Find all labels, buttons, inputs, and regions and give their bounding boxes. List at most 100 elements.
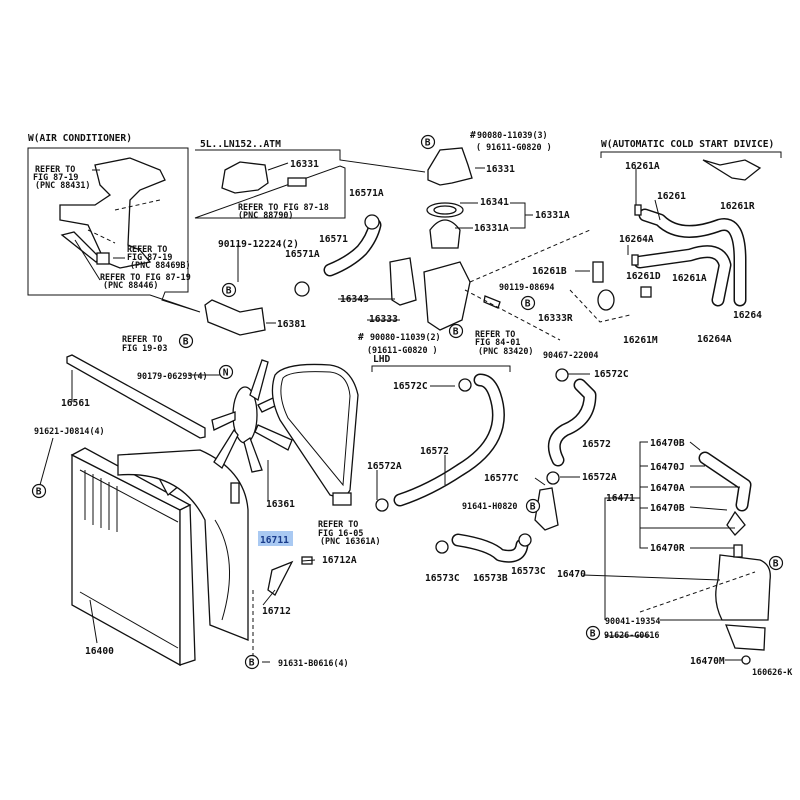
part-label-p91631[interactable]: 91631-B0616(4) xyxy=(278,658,349,668)
part-label-p16261r[interactable]: 16261R xyxy=(720,201,755,212)
cold-start-hoses xyxy=(569,159,762,323)
part-label-p16572-2[interactable]: 16572 xyxy=(582,439,611,450)
part-label-ref6c: (PNC 83420) xyxy=(478,346,533,356)
callout-b-icon: B xyxy=(178,333,194,349)
part-label-section-5l: 5L..LN152..ATM xyxy=(200,139,281,150)
part-label-ref7a: REFER TO xyxy=(318,519,358,529)
5l-inset-frame xyxy=(194,149,426,219)
part-label-p16264a-1[interactable]: 16264A xyxy=(619,234,654,245)
part-label-p16571a-2[interactable]: 16571A xyxy=(285,249,320,260)
part-label-p16470a[interactable]: 16470A xyxy=(650,483,685,494)
part-label-p16470m[interactable]: 16470M xyxy=(690,656,725,667)
part-label-p16573c-1[interactable]: 16573C xyxy=(425,573,460,584)
part-label-p91621[interactable]: 91621-J0814(4) xyxy=(34,426,105,436)
part-label-p91611-b[interactable]: (91611-G0820 ) xyxy=(367,345,438,355)
part-label-p16471[interactable]: 16471 xyxy=(606,493,635,504)
lhd-bracket xyxy=(371,365,511,372)
part-label-16711[interactable]: 16711 xyxy=(260,535,289,546)
part-label-p91611-a[interactable]: ( 91611-G0820 ) xyxy=(476,142,552,152)
part-label-p16573c-2[interactable]: 16573C xyxy=(511,566,546,577)
part-label-p16264[interactable]: 16264 xyxy=(733,310,762,321)
part-label-p16261a-1[interactable]: 16261A xyxy=(625,161,660,172)
5l-water-outlet-part xyxy=(221,161,307,194)
part-label-p16400[interactable]: 16400 xyxy=(85,646,114,657)
part-label-ref5b: FIG 19-03 xyxy=(122,343,167,353)
part-label-p16331-inset[interactable]: 16331 xyxy=(290,159,319,170)
bracket-16381 xyxy=(204,299,266,336)
part-label-p16572c-2[interactable]: 16572C xyxy=(594,369,629,380)
part-label-p16333[interactable]: 16333 xyxy=(369,314,398,325)
callout-letter: B xyxy=(249,658,255,669)
part-label-p16572-1[interactable]: 16572 xyxy=(420,446,449,457)
callout-b-icon: B xyxy=(520,295,536,311)
callout-letter: B xyxy=(773,559,779,570)
callout-letter: B xyxy=(525,299,531,310)
part-label-ref3b: (PNC 88446) xyxy=(103,280,158,290)
part-label-p90467[interactable]: 90467-22004 xyxy=(543,350,598,360)
part-label-ref5a: REFER TO xyxy=(122,334,162,344)
callout-letter: N xyxy=(223,368,229,379)
part-label-p16261b[interactable]: 16261B xyxy=(532,266,567,277)
part-label-p91626[interactable]: 91626-G0616 xyxy=(604,630,659,640)
part-label-p90041[interactable]: 90041-19354 xyxy=(605,616,660,626)
part-label-ref4b: (PNC 88790) xyxy=(238,210,293,220)
part-label-p91641[interactable]: 91641-H0820 xyxy=(462,501,517,511)
part-label-p90080-3[interactable]: 90080-11039(3) xyxy=(477,130,548,140)
part-label-p16331a[interactable]: 16331A xyxy=(474,223,509,234)
part-label-p90119-12224[interactable]: 90119-12224(2) xyxy=(218,239,299,250)
part-label-p16712a[interactable]: 16712A xyxy=(322,555,357,566)
part-label-ref6a: REFER TO xyxy=(475,329,515,339)
part-label-p16470r[interactable]: 16470R xyxy=(650,543,685,554)
part-label-p90080-2[interactable]: 90080-11039(2) xyxy=(370,332,441,342)
part-label-p16343[interactable]: 16343 xyxy=(340,294,369,305)
part-label-p16572c-1[interactable]: 16572C xyxy=(393,381,428,392)
part-label-p16264a-2[interactable]: 16264A xyxy=(697,334,732,345)
part-label-p16261m[interactable]: 16261M xyxy=(623,335,658,346)
part-label-p16381[interactable]: 16381 xyxy=(277,319,306,330)
callout-b-icon: B xyxy=(244,654,260,670)
part-label-p16261[interactable]: 16261 xyxy=(657,191,686,202)
part-label-p16470b-2[interactable]: 16470B xyxy=(650,503,685,514)
part-label-p16341[interactable]: 16341 xyxy=(480,197,509,208)
part-label-ref4a: REFER TO FIG 87-18 xyxy=(238,202,329,212)
part-label-p16572a-2[interactable]: 16572A xyxy=(582,472,617,483)
part-label-ref7b: FIG 16-05 xyxy=(318,528,363,538)
callout-b-icon: B xyxy=(420,134,436,150)
part-label-p16571a-1[interactable]: 16571A xyxy=(349,188,384,199)
part-label-p16573b[interactable]: 16573B xyxy=(473,573,508,584)
part-label-p16261d[interactable]: 16261D xyxy=(626,271,661,282)
part-label-p16261a-2[interactable]: 16261A xyxy=(672,273,707,284)
part-label-p16470b-1[interactable]: 16470B xyxy=(650,438,685,449)
part-label-hash: # xyxy=(358,332,364,343)
callout-letter: B xyxy=(36,487,42,498)
part-label-p16577c[interactable]: 16577C xyxy=(484,473,519,484)
part-label-p16571[interactable]: 16571 xyxy=(319,234,348,245)
part-label-ref3a: REFER TO FIG 87-19 xyxy=(100,272,191,282)
part-label-p16561[interactable]: 16561 xyxy=(61,398,90,409)
part-label-p16333r[interactable]: 16333R xyxy=(538,313,573,324)
part-label-p90179[interactable]: 90179-06293(4) xyxy=(137,371,208,381)
part-label-p16470[interactable]: 16470 xyxy=(557,569,586,580)
callout-b-icon: B xyxy=(585,625,601,641)
part-label-p16331a-grp[interactable]: 16331A xyxy=(535,210,570,221)
water-outlet-16331 xyxy=(389,147,591,341)
part-label-p90119-08694[interactable]: 90119-08694 xyxy=(499,282,554,292)
part-label-p16361[interactable]: 16361 xyxy=(266,499,295,510)
callout-b-icon: B xyxy=(448,323,464,339)
part-label-figure-code: 160626-K xyxy=(752,667,793,677)
cold-start-bracket xyxy=(600,151,782,158)
callout-letter: B xyxy=(425,138,431,149)
callout-b-icon: B xyxy=(768,555,784,571)
part-label-p16331[interactable]: 16331 xyxy=(486,164,515,175)
part-label-p16470j[interactable]: 16470J xyxy=(650,462,685,473)
part-label-ref1a: REFER TO xyxy=(35,164,75,174)
part-label-ref2a: REFER TO xyxy=(127,244,167,254)
part-label-p16572a-1[interactable]: 16572A xyxy=(367,461,402,472)
part-label-p16712[interactable]: 16712 xyxy=(262,606,291,617)
part-label-ref2b: FIG 87-19 xyxy=(127,252,172,262)
callout-n-icon: N xyxy=(218,364,234,380)
part-label-ref6b: FIG 84-01 xyxy=(475,337,520,347)
